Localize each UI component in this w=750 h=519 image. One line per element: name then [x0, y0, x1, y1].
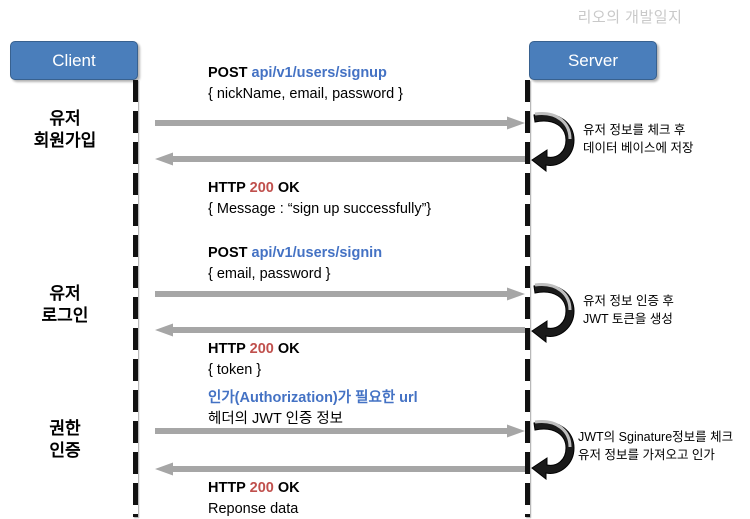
- http-status-code-2: 200: [249, 341, 274, 357]
- phase-label-signup: 유저 회원가입: [0, 108, 130, 153]
- note-signup-line1: 유저 정보를 체크 후: [583, 123, 686, 137]
- note-authorization: JWT의 Sginature정보를 체크 유저 정보를 가져오고 인가: [578, 428, 733, 464]
- message-body-signup-request: { nickName, email, password }: [208, 85, 404, 102]
- phase-label-login: 유저 로그인: [0, 283, 130, 328]
- circular-arrow-icon-authorization: [530, 418, 576, 481]
- arrow-request-authorization: [155, 424, 525, 438]
- circular-arrow-icon-signin: [530, 281, 576, 344]
- circular-arrow-icon-signup: [530, 110, 576, 173]
- note-signin-line2: JWT 토큰을 생성: [583, 312, 673, 327]
- http-path-authorization: 인가(Authorization)가 필요한 url: [208, 390, 418, 406]
- http-method-post-2: POST: [208, 245, 248, 261]
- actor-box-client: Client: [10, 41, 138, 80]
- phase-label-authorization: 권한 인증: [0, 418, 130, 463]
- http-status-text-1: OK: [277, 180, 300, 196]
- phase-label-signup-line2: 회원가입: [33, 131, 97, 151]
- note-signup: 유저 정보를 체크 후 데이터 베이스에 저장: [583, 121, 693, 157]
- message-text-signin-response: HTTP 200 OK { token }: [208, 339, 300, 380]
- watermark-text: 리오의 개발일지: [577, 9, 683, 26]
- note-signin-line1: 유저 정보 인증 후: [583, 294, 674, 308]
- message-text-authorization-request: 인가(Authorization)가 필요한 url 헤더의 JWT 인증 정보: [208, 388, 418, 429]
- note-signin: 유저 정보 인증 후 JWT 토큰을 생성: [583, 292, 674, 328]
- actor-box-server: Server: [529, 41, 657, 80]
- message-body-signup-response: { Message : “sign up successfully”}: [208, 200, 432, 217]
- phase-label-login-line2: 로그인: [41, 306, 89, 326]
- message-body-signin-request: { email, password }: [208, 265, 331, 282]
- arrow-response-authorization: [155, 462, 525, 476]
- http-status-code-3: 200: [249, 480, 274, 496]
- lifeline-client: [133, 80, 138, 517]
- phase-label-login-line1: 유저: [49, 284, 81, 303]
- arrow-request-signin: [155, 287, 525, 301]
- http-path-signup: api/v1/users/signup: [251, 65, 387, 81]
- message-body-signin-response: { token }: [208, 361, 262, 378]
- http-status-code-1: 200: [249, 180, 274, 196]
- arrow-response-signup: [155, 152, 525, 166]
- phase-label-authorization-line1: 권한: [49, 419, 81, 438]
- message-text-signup-request: POST api/v1/users/signup { nickName, ema…: [208, 63, 403, 104]
- arrow-request-signup: [155, 116, 525, 130]
- lifeline-server: [525, 80, 530, 517]
- message-body-authorization-request: 헤더의 JWT 인증 정보: [208, 410, 343, 427]
- http-status-text-2: OK: [277, 341, 300, 357]
- http-status-text-3: OK: [277, 480, 300, 496]
- actor-label-server: Server: [567, 50, 619, 70]
- http-prefix-3: HTTP: [208, 480, 246, 496]
- message-text-authorization-response: HTTP 200 OK Reponse data: [208, 478, 300, 519]
- phase-label-signup-line1: 유저: [49, 109, 81, 128]
- http-prefix-1: HTTP: [208, 180, 246, 196]
- message-text-signin-request: POST api/v1/users/signin { email, passwo…: [208, 243, 382, 284]
- arrow-response-signin: [155, 323, 525, 337]
- http-prefix-2: HTTP: [208, 341, 246, 357]
- note-signup-line2: 데이터 베이스에 저장: [583, 141, 694, 156]
- http-path-signin: api/v1/users/signin: [251, 245, 383, 261]
- message-text-signup-response: HTTP 200 OK { Message : “sign up success…: [208, 178, 431, 219]
- note-authorization-line1: JWT의 Sginature정보를 체크: [578, 430, 734, 444]
- phase-label-authorization-line2: 인증: [49, 441, 81, 461]
- http-method-post-1: POST: [208, 65, 248, 81]
- note-authorization-line2: 유저 정보를 가져오고 인가: [578, 448, 715, 463]
- actor-label-client: Client: [52, 50, 96, 70]
- message-body-authorization-response: Reponse data: [208, 500, 299, 517]
